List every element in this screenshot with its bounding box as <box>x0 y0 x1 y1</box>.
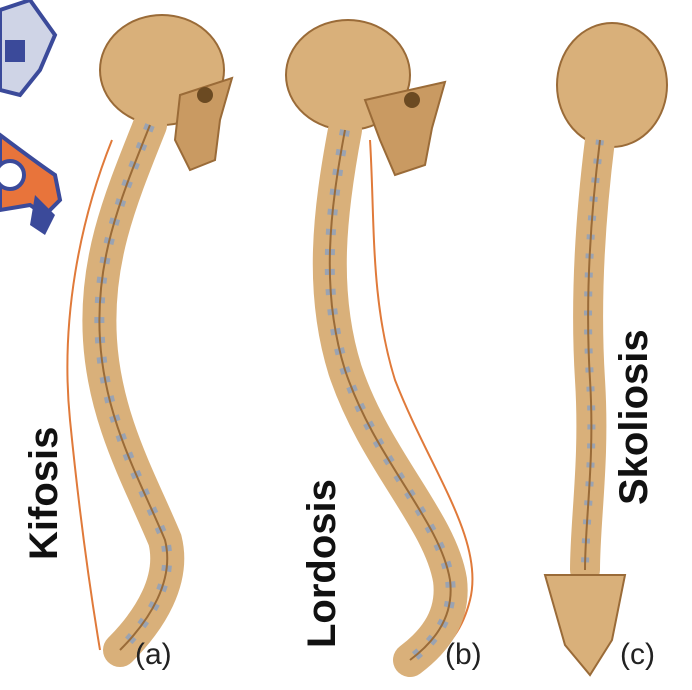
lordosis-label: Lordosis <box>300 479 345 648</box>
caption-b: (b) <box>445 638 482 672</box>
caption-a: (a) <box>135 638 172 672</box>
scoliosis-label: Skoliosis <box>612 329 657 505</box>
kyphosis-label: Kifosis <box>22 427 67 560</box>
caption-c: (c) <box>620 638 655 672</box>
